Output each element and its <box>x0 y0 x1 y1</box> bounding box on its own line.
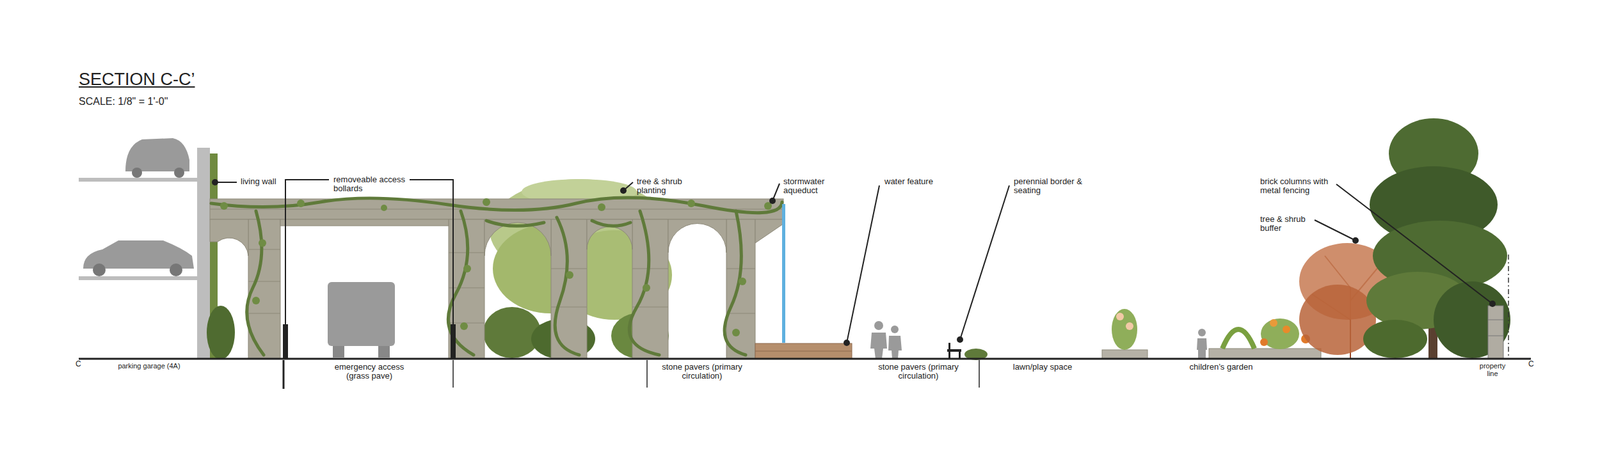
callout-label: water feature <box>884 177 934 187</box>
bollard <box>450 324 456 360</box>
ground-line <box>78 358 1531 361</box>
callout-label: stormwater aqueduct <box>783 177 835 196</box>
stone-joints <box>209 209 784 324</box>
zone-label: children’s garden <box>1176 362 1266 372</box>
emergency-vehicle <box>327 282 395 358</box>
zone-label: emergency access (grass pave) <box>324 362 415 381</box>
section-title: SECTION C-C’ <box>78 70 196 89</box>
people <box>870 321 1208 360</box>
ivy-leaves <box>220 198 772 337</box>
scale-note: SCALE: 1/8" = 1'-0" <box>78 96 168 107</box>
callout-label: tree & shrub planting <box>636 177 694 196</box>
childrens-garden <box>1102 309 1321 360</box>
callout-label: perennial border & seating <box>1013 177 1086 196</box>
zone-dividers <box>283 360 980 390</box>
parking-garage <box>78 138 235 360</box>
zone-label: property line <box>1473 362 1512 379</box>
zone-label: stone pavers (primary circulation) <box>654 362 751 381</box>
leader-lines <box>215 179 1493 344</box>
section-marker: C <box>75 360 82 369</box>
zone-label: stone pavers (primary circulation) <box>870 362 967 381</box>
property-line <box>1507 254 1510 360</box>
brick-column <box>1488 305 1504 360</box>
bench <box>947 343 962 360</box>
water-fall <box>782 204 786 344</box>
water-basin <box>755 343 852 360</box>
ivy <box>211 197 783 356</box>
tree-buffer <box>1299 118 1511 360</box>
bollard <box>282 324 288 360</box>
callout-label: brick columns with metal fencing <box>1260 177 1336 196</box>
callout-label: tree & shrub buffer <box>1260 215 1313 233</box>
section-marker: C <box>1528 360 1535 369</box>
zone-label: lawn/play space <box>1004 362 1081 372</box>
callout-label: living wall <box>240 177 277 187</box>
stormwater-aqueduct <box>209 199 784 360</box>
zone-label: parking garage (4A) <box>113 362 185 371</box>
callout-label: removeable access bollards <box>333 175 409 194</box>
leader-dots <box>211 179 1496 347</box>
